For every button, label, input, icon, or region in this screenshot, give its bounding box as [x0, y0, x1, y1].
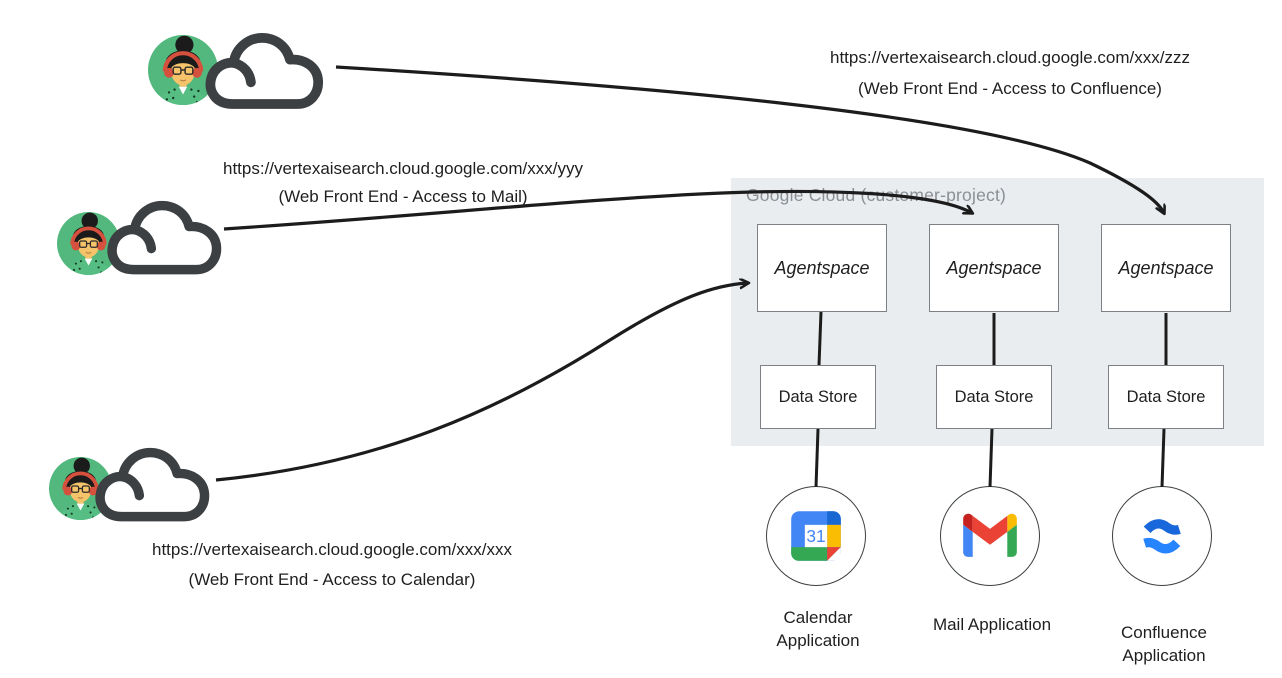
data-store-box-confluence: Data Store — [1108, 365, 1224, 429]
user-avatar-icon — [57, 212, 120, 275]
calendar-endpoint-caption: (Web Front End - Access to Calendar) — [188, 570, 476, 589]
data-store-box-calendar: Data Store — [760, 365, 876, 429]
calendar-application-label: Calendar Application — [776, 608, 860, 650]
agentspace-box-calendar: Agentspace — [757, 224, 887, 312]
arrow-calendar-user-to-agentspace — [215, 283, 748, 482]
calendar-day-text: 31 — [806, 526, 825, 546]
calendar-application-circle: 31 — [766, 486, 866, 586]
agentspace-label: Agentspace — [1118, 257, 1214, 278]
confluence-endpoint-text: https://vertexaisearch.cloud.google.com/… — [790, 42, 1230, 104]
data-store-label: Data Store — [954, 387, 1034, 406]
cloud-icon — [95, 447, 210, 522]
gmail-icon — [963, 513, 1017, 557]
agentspace-label: Agentspace — [946, 257, 1042, 278]
cloud-icon — [205, 33, 323, 109]
confluence-endpoint-url: https://vertexaisearch.cloud.google.com/… — [830, 48, 1190, 67]
mail-endpoint-text: https://vertexaisearch.cloud.google.com/… — [183, 155, 623, 211]
calendar-endpoint-text: https://vertexaisearch.cloud.google.com/… — [112, 535, 552, 595]
cloud-icon — [107, 200, 222, 275]
data-store-label: Data Store — [1126, 387, 1206, 406]
confluence-application-circle — [1112, 486, 1212, 586]
calendar-endpoint-url: https://vertexaisearch.cloud.google.com/… — [152, 540, 512, 559]
confluence-application-label: Confluence Application — [1120, 623, 1207, 665]
project-label: Google Cloud (customer-project) — [746, 185, 1007, 205]
data-store-label: Data Store — [778, 387, 858, 406]
confluence-endpoint-caption: (Web Front End - Access to Confluence) — [858, 79, 1162, 98]
agentspace-box-mail: Agentspace — [929, 224, 1059, 312]
mail-application-label: Mail Application — [932, 615, 1052, 634]
mail-endpoint-caption: (Web Front End - Access to Mail) — [278, 187, 528, 206]
data-store-box-mail: Data Store — [936, 365, 1052, 429]
agentspace-label: Agentspace — [774, 257, 870, 278]
agentspace-box-confluence: Agentspace — [1101, 224, 1231, 312]
confluence-icon — [1143, 519, 1181, 554]
user-avatar-icon — [148, 35, 218, 105]
google-calendar-icon: 31 — [791, 511, 841, 561]
mail-endpoint-url: https://vertexaisearch.cloud.google.com/… — [223, 159, 583, 178]
mail-application-circle — [940, 486, 1040, 586]
